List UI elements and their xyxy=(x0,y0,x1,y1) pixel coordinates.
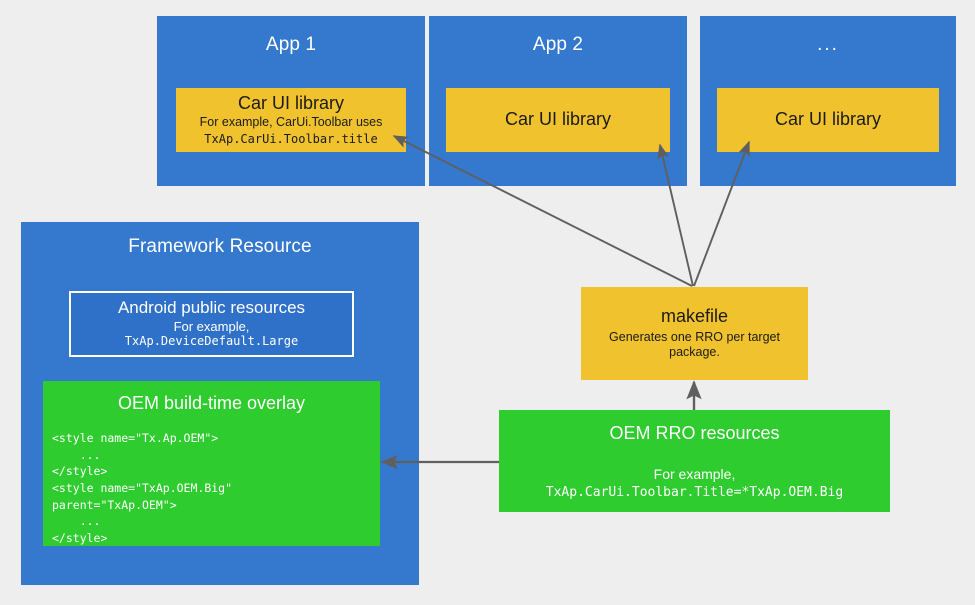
app-3-car-ui-library: Car UI library xyxy=(717,88,939,152)
android-public-resources-box: Android public resources For example, Tx… xyxy=(69,291,354,357)
oem-build-time-overlay: OEM build-time overlay <style name="Tx.A… xyxy=(43,381,380,546)
app-3-title: ... xyxy=(817,34,839,55)
oem-rro-resources-box: OEM RRO resources For example, TxAp.CarU… xyxy=(499,410,890,512)
android-public-resources-code: TxAp.DeviceDefault.Large xyxy=(124,334,299,349)
app-1-car-ui-library: Car UI library For example, CarUi.Toolba… xyxy=(176,88,406,152)
app-1-panel: App 1 Car UI library For example, CarUi.… xyxy=(157,16,425,186)
oem-build-time-overlay-code: <style name="Tx.Ap.OEM"> ... </style> <s… xyxy=(52,431,233,546)
app-3-panel: ... Car UI library xyxy=(700,16,956,186)
app-2-library-headline: Car UI library xyxy=(504,109,611,130)
makefile-sub: Generates one RRO per target package. xyxy=(609,329,780,360)
app-2-panel: App 2 Car UI library xyxy=(429,16,687,186)
app-1-library-code: TxAp.CarUi.Toolbar.title xyxy=(204,131,378,146)
makefile-headline: makefile xyxy=(660,306,729,327)
android-public-resources-sub: For example, xyxy=(173,318,250,334)
app-2-car-ui-library: Car UI library xyxy=(446,88,670,152)
oem-build-time-overlay-title: OEM build-time overlay xyxy=(117,393,306,413)
oem-rro-resources-code: TxAp.CarUi.Toolbar.Title=*TxAp.OEM.Big xyxy=(545,485,844,500)
framework-resource-title: Framework Resource xyxy=(128,236,312,257)
oem-rro-resources-sub: For example, xyxy=(653,466,736,482)
app-1-library-headline: Car UI library xyxy=(237,92,344,113)
app-1-library-sub: For example, CarUi.Toolbar uses xyxy=(199,115,383,130)
android-public-resources-headline: Android public resources xyxy=(117,298,306,318)
makefile-box: makefile Generates one RRO per target pa… xyxy=(581,287,808,380)
app-1-title: App 1 xyxy=(265,34,317,55)
oem-rro-resources-title: OEM RRO resources xyxy=(609,423,780,443)
framework-resource-panel: Framework Resource Android public resour… xyxy=(21,222,419,585)
app-3-library-headline: Car UI library xyxy=(774,109,881,130)
app-2-title: App 2 xyxy=(532,34,584,55)
